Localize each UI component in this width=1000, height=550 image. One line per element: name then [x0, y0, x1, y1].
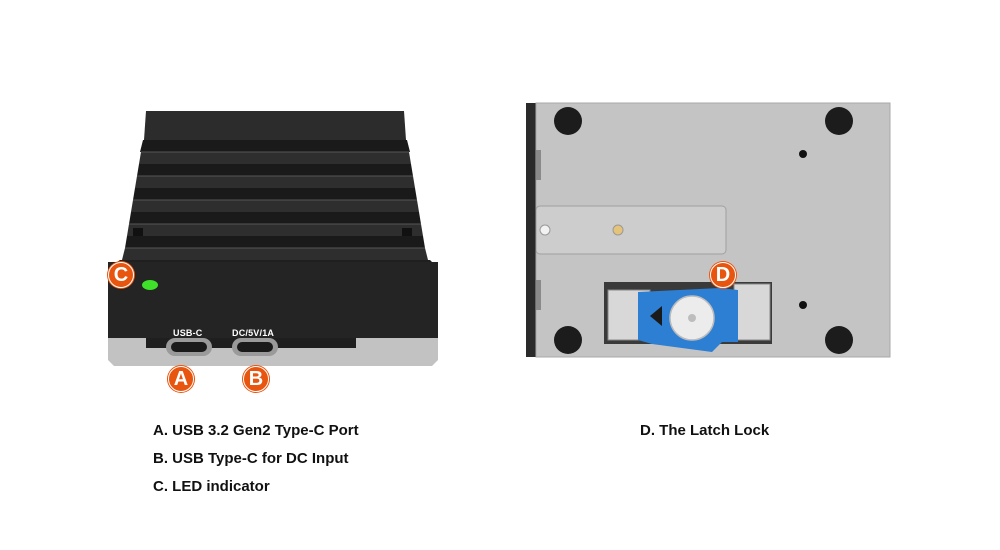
screw-hole [799, 150, 807, 158]
callout-d: D [710, 262, 736, 288]
dc-port-label: DC/5V/1A [232, 328, 275, 338]
callout-c: C [108, 262, 134, 288]
heatsink-fins [122, 140, 428, 260]
side-edge [526, 103, 536, 357]
callout-a: A [168, 366, 194, 392]
led-indicator [142, 280, 158, 290]
caption-d: D. The Latch Lock [640, 422, 770, 439]
caption-c: C. LED indicator [153, 478, 270, 495]
heatsink-top-plate [144, 111, 406, 140]
panel-dot [612, 224, 624, 236]
raised-panel [535, 205, 727, 255]
panel-dot [539, 224, 551, 236]
caption-a: A. USB 3.2 Gen2 Type-C Port [153, 422, 359, 439]
front-panel [108, 262, 438, 338]
caption-b: B. USB Type-C for DC Input [153, 450, 349, 467]
usb-c-port-label: USB-C [173, 328, 203, 338]
rubber-feet [554, 107, 853, 354]
callout-b: B [243, 366, 269, 392]
screw-hole [799, 301, 807, 309]
